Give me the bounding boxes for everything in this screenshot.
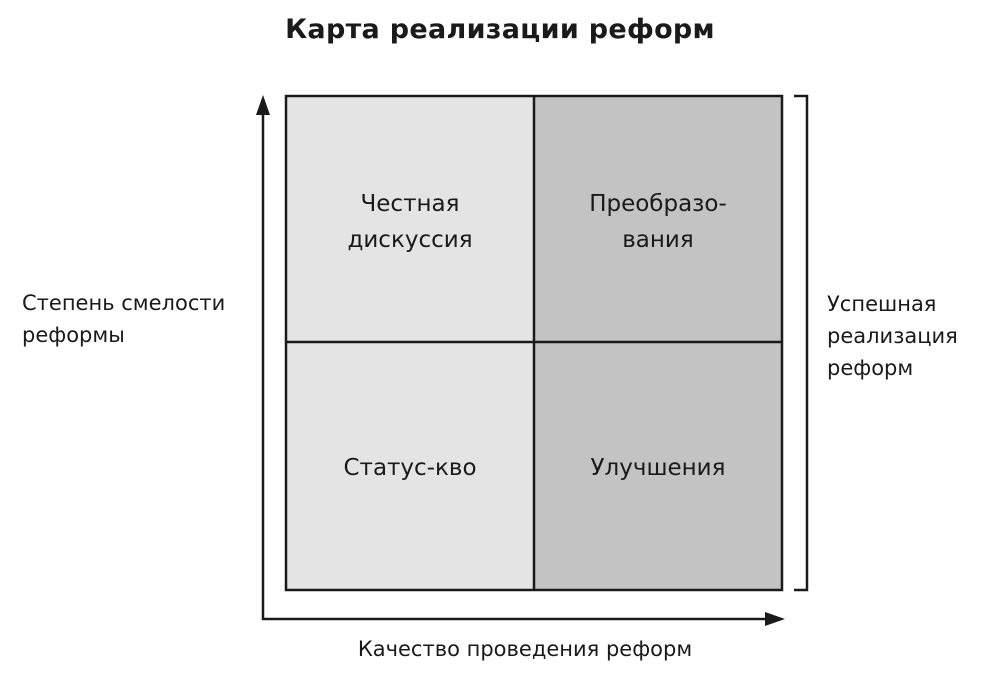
- quadrant-top-right-line-1: Преобразо-: [589, 191, 727, 217]
- quadrant-top-right-fill: [534, 96, 782, 342]
- quadrant-top-right-label: Преобразо- вания: [534, 186, 782, 258]
- quadrant-top-right-line-2: вания: [622, 227, 694, 253]
- quadrant-top-left-label: Честная дискуссия: [286, 186, 534, 258]
- bracket-label: Успешная реализация реформ: [827, 288, 958, 384]
- quadrant-top-left-fill: [286, 96, 534, 342]
- bracket-label-line-3: реформ: [827, 356, 914, 380]
- bracket-label-line-1: Успешная: [827, 292, 937, 316]
- x-axis-label: Качество проведения реформ: [357, 637, 693, 661]
- y-axis-label-line-2: реформы: [22, 323, 125, 347]
- y-axis-label: Степень смелости реформы: [22, 287, 225, 351]
- quadrant-bottom-left-fill: [286, 342, 534, 590]
- x-axis-arrowhead: [765, 612, 785, 626]
- quadrant-bottom-left-line-1: Статус-кво: [343, 455, 477, 481]
- right-bracket: [794, 94, 809, 592]
- quadrant-top-left-line-2: дискуссия: [347, 227, 473, 253]
- quadrant-bottom-right-label: Улучшения: [534, 450, 782, 486]
- bracket-label-line-2: реализация: [827, 324, 958, 348]
- y-axis-label-line-1: Степень смелости: [22, 291, 226, 315]
- diagram-title: Карта реализации реформ: [285, 14, 715, 45]
- quadrant-bottom-right-line-1: Улучшения: [590, 455, 726, 481]
- quadrant-bottom-left-label: Статус-кво: [286, 450, 534, 486]
- quadrant-top-left-line-1: Честная: [360, 191, 460, 217]
- y-axis-arrowhead: [256, 95, 270, 115]
- quadrant-bottom-right-fill: [534, 342, 782, 590]
